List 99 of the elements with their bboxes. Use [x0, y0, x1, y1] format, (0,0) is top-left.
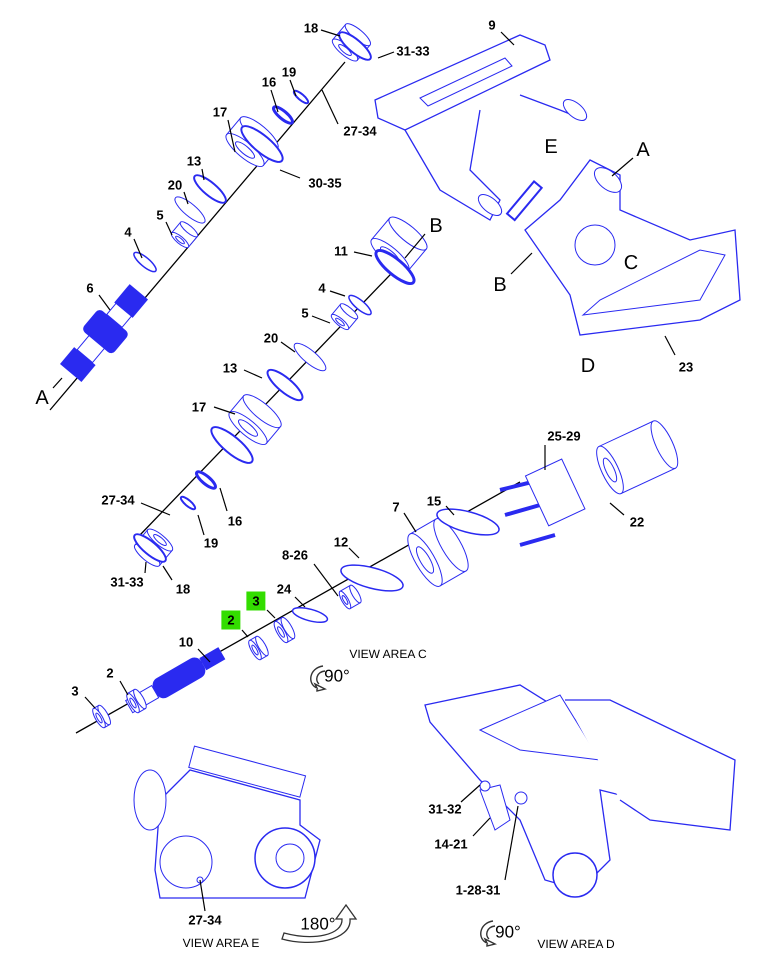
leader-line	[214, 406, 236, 415]
callout-number: 31-33	[110, 576, 144, 588]
leader-line	[404, 234, 426, 258]
callout-number: 7	[392, 500, 400, 514]
leader-line	[504, 806, 519, 880]
view-letter: A	[636, 140, 650, 160]
callout-number: 31-33	[396, 44, 430, 58]
leader-line	[280, 342, 296, 352]
callout-number: 9	[488, 18, 496, 32]
callout-number: 4	[124, 226, 132, 238]
leader-line	[219, 488, 228, 512]
callout-number: 10	[178, 636, 194, 648]
leader-line	[472, 818, 490, 836]
leader-line	[144, 562, 147, 574]
leader-line	[446, 506, 454, 516]
rotation-angle: 180°	[300, 916, 336, 932]
leader-line	[378, 51, 394, 59]
leader-line	[197, 514, 205, 536]
callout-number: 18	[304, 22, 318, 34]
leader-line	[460, 784, 480, 802]
callout-number: 6	[86, 282, 94, 294]
view-letter: D	[580, 356, 596, 376]
callout-number: 30-35	[308, 176, 342, 190]
leader-line	[404, 512, 416, 532]
callout-number: 3	[71, 684, 79, 698]
leader-line	[140, 502, 170, 516]
leader-line	[314, 564, 338, 596]
rotation-angle: 90°	[495, 924, 521, 940]
leader-line	[133, 238, 143, 258]
view-letter: B	[493, 275, 507, 295]
callout-number: 8-26	[282, 548, 308, 562]
leader-line	[321, 90, 339, 124]
leader-line	[183, 192, 189, 204]
view-caption: VIEW AREA E	[182, 937, 260, 949]
callout-number: 24	[276, 582, 292, 596]
callout-number: 1-28-31	[456, 884, 500, 896]
callout-number: 14-21	[434, 838, 468, 850]
leader-line	[266, 610, 276, 618]
callout-number: 2	[106, 666, 114, 680]
leader-line	[664, 336, 676, 356]
callout-number: 3	[246, 592, 266, 610]
leader-line	[612, 158, 634, 176]
callout-number: 2	[221, 610, 241, 630]
callout-number: 18	[176, 582, 190, 596]
leader-line	[244, 369, 262, 379]
callout-number: 13	[186, 154, 202, 168]
callout-number: 27-34	[101, 494, 135, 506]
callout-number: 5	[301, 306, 309, 320]
leader-line	[289, 80, 297, 96]
callout-number: 17	[192, 400, 206, 414]
callout-number: 27-34	[188, 914, 222, 926]
callout-number: 15	[426, 494, 442, 508]
leader-line	[354, 251, 372, 257]
leader-line	[270, 90, 279, 112]
leader-line	[320, 29, 340, 37]
leader-line	[500, 32, 514, 46]
callout-number: 27-34	[343, 124, 377, 138]
callout-number: 19	[282, 66, 296, 78]
callout-number: 13	[222, 362, 238, 374]
callout-number: 11	[334, 244, 348, 258]
leader-line	[510, 252, 532, 274]
callout-number: 12	[334, 536, 348, 548]
leader-line	[610, 502, 624, 516]
leader-line	[98, 294, 110, 310]
callout-number: 16	[228, 514, 242, 528]
callout-number: 19	[204, 536, 218, 550]
callout-number: 25-29	[547, 430, 581, 442]
leader-line	[312, 315, 330, 324]
leader-line	[348, 548, 360, 558]
view-letter: B	[429, 216, 443, 236]
leader-line	[280, 169, 300, 179]
leader-line	[198, 648, 210, 662]
view-letter: C	[624, 253, 638, 273]
view-caption: VIEW AREA C	[349, 648, 427, 660]
callout-number: 17	[212, 106, 228, 118]
leader-line	[544, 445, 546, 470]
callout-number: 16	[262, 76, 276, 88]
callout-number: 31-32	[428, 802, 462, 816]
callout-number: 20	[264, 332, 278, 344]
leader-line	[165, 222, 173, 236]
leader-line	[227, 120, 236, 152]
leader-line	[119, 680, 129, 696]
leader-line	[199, 880, 206, 912]
rotation-angle: 90°	[324, 668, 350, 684]
leader-line	[84, 696, 96, 708]
leader-line	[201, 168, 205, 180]
leader-line	[52, 378, 62, 388]
callout-number: 23	[678, 360, 694, 374]
view-letter: A	[35, 388, 49, 408]
leader-line	[294, 596, 306, 608]
view-caption: VIEW AREA D	[537, 938, 615, 950]
leader-line	[330, 290, 346, 297]
leader-line	[162, 566, 172, 580]
callout-number: 20	[168, 178, 182, 192]
callout-number: 5	[156, 208, 164, 222]
callout-number: 22	[630, 516, 644, 528]
leader-line	[242, 630, 248, 638]
view-letter: E	[544, 137, 558, 157]
callout-number: 4	[318, 282, 326, 294]
